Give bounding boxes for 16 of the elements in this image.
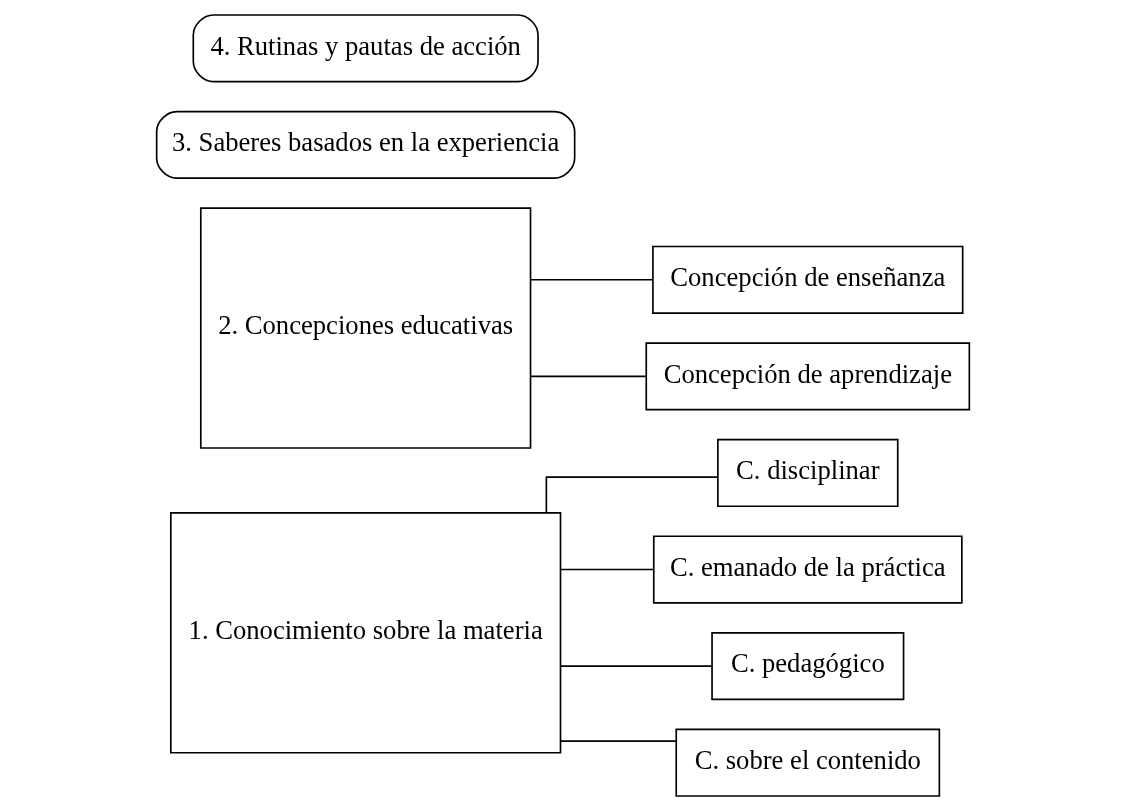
connector	[545, 476, 719, 514]
node-box: C. sobre el contenido	[675, 728, 941, 797]
connector	[530, 278, 654, 281]
node-box: C. disciplinar	[717, 438, 899, 508]
node-box: 2. Concepciones educativas	[199, 207, 532, 449]
node-box: Concepción de aprendizaje	[645, 342, 971, 411]
connector	[560, 740, 677, 742]
node-box: Concepción de enseñanza	[652, 245, 964, 314]
connector	[560, 568, 655, 571]
connector	[530, 375, 647, 378]
node-box: 4. Rutinas y pautas de acción	[192, 14, 539, 83]
node-box: 1. Conocimiento sobre la materia	[170, 512, 562, 754]
node-box: 3. Saberes basados en la experiencia	[155, 110, 576, 179]
node-box: C. pedagógico	[711, 632, 905, 701]
connector	[560, 665, 713, 667]
node-box: C. emanado de la práctica	[652, 535, 963, 604]
